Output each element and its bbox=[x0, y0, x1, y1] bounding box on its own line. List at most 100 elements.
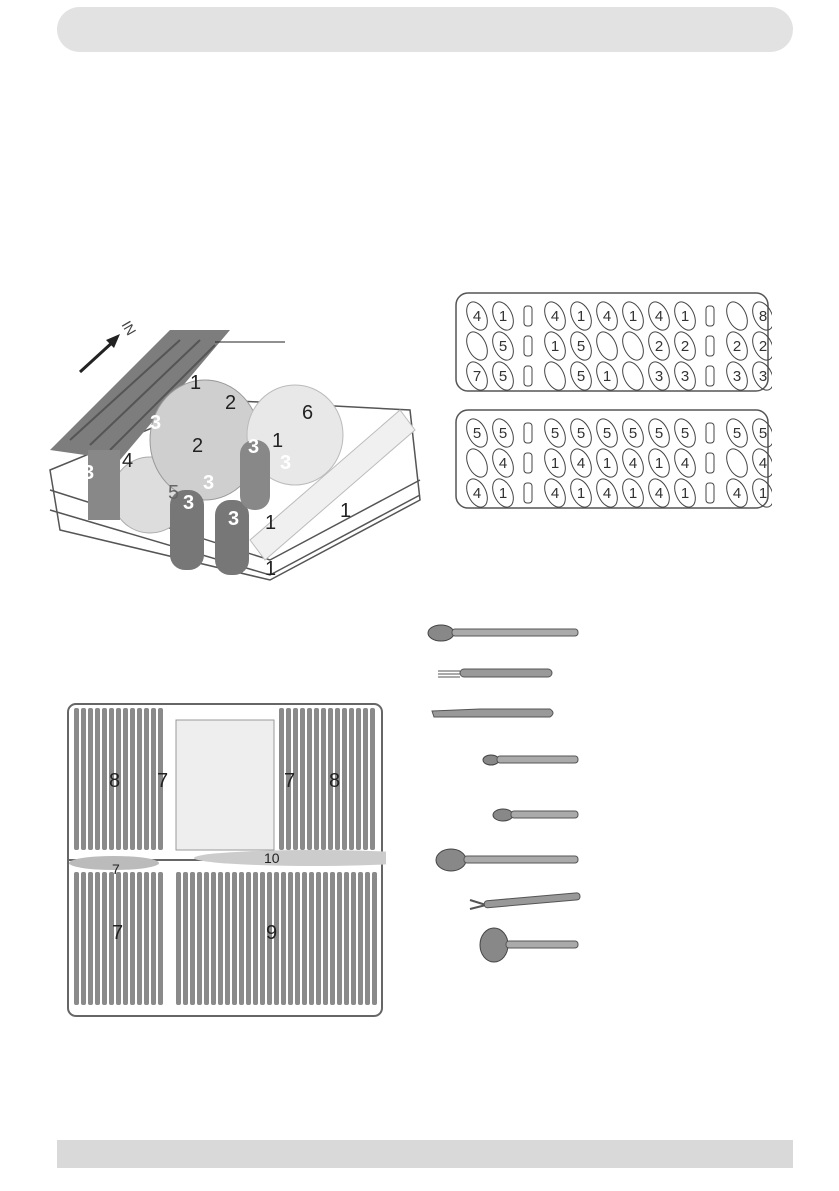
cutlery-slot bbox=[466, 331, 488, 361]
item-label: 3 bbox=[203, 472, 215, 494]
slot-label bbox=[596, 331, 618, 361]
item-label: 10 bbox=[264, 850, 280, 866]
plate bbox=[197, 872, 202, 1005]
cutlery-slot bbox=[648, 448, 670, 478]
upper-basket-illustration: IN 1 3 2 3 2 6 1 3 4 3 3 3 5 3 3 1 1 1 bbox=[40, 300, 440, 590]
upper-basket-drawing bbox=[49, 330, 421, 581]
plate bbox=[295, 872, 300, 1005]
cutlery-slot bbox=[752, 361, 772, 391]
item-label: 1 bbox=[265, 512, 277, 534]
plate bbox=[300, 708, 305, 850]
slot-label: 4 bbox=[550, 307, 560, 325]
cutlery-slot bbox=[648, 361, 670, 391]
plate bbox=[267, 872, 272, 1005]
slot-label bbox=[622, 361, 644, 391]
slot-label: 4 bbox=[576, 454, 586, 472]
slot-label: 4 bbox=[498, 454, 508, 472]
cutlery-slot bbox=[570, 361, 592, 391]
cutlery-slot bbox=[544, 361, 566, 391]
cutlery-slot bbox=[466, 418, 488, 448]
cutlery-slot bbox=[596, 448, 618, 478]
plate bbox=[260, 872, 265, 1005]
slot-label: 7 bbox=[472, 367, 482, 385]
plate bbox=[123, 708, 128, 850]
slot-label: 1 bbox=[654, 454, 664, 472]
plate bbox=[74, 708, 79, 850]
cutlery-slot bbox=[544, 301, 566, 331]
cutlery-slot bbox=[674, 331, 696, 361]
slot-label: 8 bbox=[758, 307, 768, 325]
cutlery-slot bbox=[596, 478, 618, 508]
slot-label: 4 bbox=[654, 307, 664, 325]
cutlery-legend bbox=[420, 595, 590, 975]
plate bbox=[123, 872, 128, 1005]
slot-label: 3 bbox=[758, 367, 768, 385]
slot-label: 1 bbox=[602, 454, 612, 472]
slot-label: 5 bbox=[602, 424, 612, 442]
slot-label: 1 bbox=[576, 484, 586, 502]
plate bbox=[372, 872, 377, 1005]
slot-label: 4 bbox=[654, 484, 664, 502]
plate bbox=[81, 708, 86, 850]
tray-outline bbox=[455, 409, 772, 509]
plate bbox=[116, 872, 121, 1005]
slot-label: 1 bbox=[758, 484, 768, 502]
slot-label: 2 bbox=[654, 337, 664, 355]
item-label: 6 bbox=[302, 402, 314, 424]
cutlery-slot bbox=[726, 361, 748, 391]
cutlery-slot bbox=[622, 331, 644, 361]
slot-label: 4 bbox=[680, 454, 690, 472]
cutlery-slot bbox=[674, 361, 696, 391]
plate bbox=[102, 872, 107, 1005]
dessert-spoon-icon bbox=[492, 808, 579, 822]
footer-bar bbox=[57, 1140, 793, 1168]
slot-label: 4 bbox=[758, 454, 768, 472]
plate bbox=[130, 708, 135, 850]
cutlery-slot bbox=[466, 301, 488, 331]
slot-label: 5 bbox=[680, 424, 690, 442]
item-label: 1 bbox=[340, 500, 352, 522]
plate bbox=[74, 872, 79, 1005]
cutlery-slot bbox=[726, 448, 748, 478]
cutlery-slot bbox=[726, 331, 748, 361]
cutlery-slot bbox=[648, 301, 670, 331]
cutlery-slot bbox=[596, 301, 618, 331]
plate bbox=[316, 872, 321, 1005]
slot-label: 5 bbox=[576, 337, 586, 355]
slot-label: 3 bbox=[680, 367, 690, 385]
cutlery-slot bbox=[752, 301, 772, 331]
plate bbox=[88, 872, 93, 1005]
plate bbox=[137, 708, 142, 850]
slot-label bbox=[466, 331, 488, 361]
tray-outline bbox=[455, 292, 772, 392]
slot-label: 5 bbox=[758, 424, 768, 442]
plate bbox=[356, 708, 361, 850]
slot-label: 4 bbox=[732, 484, 742, 502]
item-label: 3 bbox=[250, 368, 262, 390]
slot-label: 4 bbox=[550, 484, 560, 502]
cutlery-slot bbox=[544, 331, 566, 361]
item-label: 4 bbox=[122, 450, 134, 472]
slot-label: 5 bbox=[732, 424, 742, 442]
slot-label: 5 bbox=[550, 424, 560, 442]
plate bbox=[281, 872, 286, 1005]
item-label: 2 bbox=[192, 435, 204, 457]
slot-label: 5 bbox=[498, 337, 508, 355]
slot-label: 1 bbox=[576, 307, 586, 325]
cutlery-slot bbox=[622, 478, 644, 508]
plate bbox=[232, 872, 237, 1005]
cutlery-slot bbox=[492, 418, 514, 448]
lower-basket-illustration: 8 7 7 8 7 10 7 9 bbox=[64, 700, 434, 1020]
plate bbox=[349, 708, 354, 850]
plate bbox=[95, 708, 100, 850]
cutlery-slot bbox=[570, 331, 592, 361]
cutlery-slot bbox=[570, 478, 592, 508]
slot-label: 1 bbox=[498, 307, 508, 325]
plate bbox=[158, 872, 163, 1005]
plate bbox=[158, 708, 163, 850]
plate bbox=[344, 872, 349, 1005]
slot-label: 1 bbox=[550, 454, 560, 472]
cutlery-slot bbox=[466, 448, 488, 478]
slot-label: 5 bbox=[576, 424, 586, 442]
cutlery-slot bbox=[466, 478, 488, 508]
